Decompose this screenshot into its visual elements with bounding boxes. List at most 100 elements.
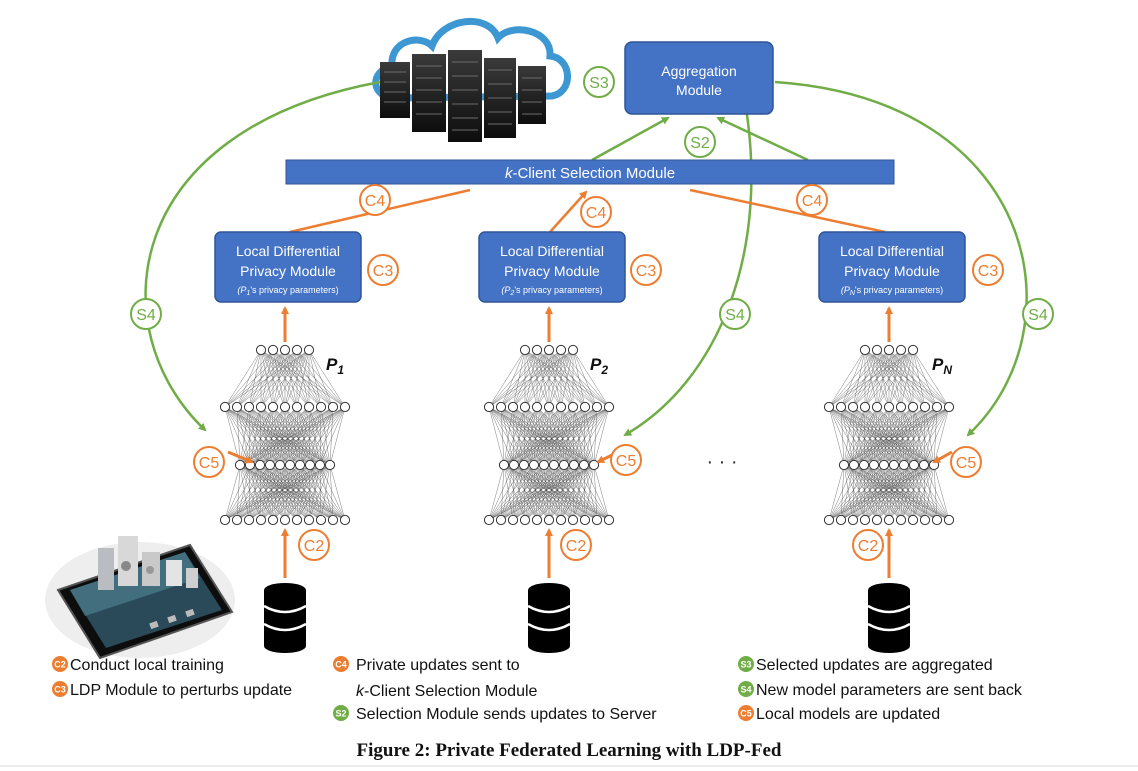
s2-arrow-right	[716, 116, 809, 162]
ldp-params-sub: 2	[509, 290, 514, 297]
ldp-title-line1: Local Differential	[500, 243, 604, 259]
step-badge-c4: C4	[796, 184, 828, 216]
client-label-symbol: P	[590, 355, 602, 374]
c4-arrow-p2	[549, 190, 588, 233]
step-badge-label: S4	[725, 307, 745, 324]
legend-badge-s2: S2	[333, 705, 349, 721]
step-badge-label: S4	[1028, 307, 1048, 324]
k-client-selection-module: k-Client Selection Module	[285, 159, 895, 185]
legend-s2-text: Selection Module sends updates to Server	[356, 706, 657, 723]
legend-c5-text: Local models are updated	[756, 706, 940, 723]
step-badge-label: C2	[566, 538, 587, 555]
aggregation-line2: Module	[676, 82, 722, 98]
neural-network-icon	[823, 344, 955, 526]
legend-c2-text: Conduct local training	[70, 657, 224, 674]
step-badge-s3: S3	[583, 66, 615, 98]
legend-badge-label: S4	[740, 685, 751, 695]
c4-arrow-pn	[689, 188, 886, 234]
step-badge-label: C5	[199, 455, 220, 472]
ldp-params-open: (	[501, 285, 505, 295]
ldp-title-line2: Privacy Module	[504, 263, 600, 279]
step-badge-label: S4	[136, 307, 156, 324]
step-badge-c2: C2	[298, 529, 330, 561]
ldp-params-sub: N	[850, 290, 856, 297]
ldp-params-rest: 's privacy parameters)	[250, 285, 338, 295]
legend-badge-label: C2	[54, 660, 66, 670]
ldp-params-symbol: P	[504, 285, 510, 295]
s4-arrow-to-pn	[774, 80, 1028, 437]
step-badge-s2: S2	[684, 126, 716, 158]
step-badge-label: C3	[373, 263, 394, 280]
neural-network-icon	[483, 344, 615, 526]
step-badge-c2: C2	[852, 529, 884, 561]
selection-k: k	[505, 165, 514, 182]
step-badge-c3: C3	[367, 254, 399, 286]
legend-s3-text: Selected updates are aggregated	[756, 657, 993, 674]
legend-c4-text2: k-Client Selection Module	[356, 683, 538, 700]
legend-badge-c4: C4	[333, 656, 349, 672]
step-badge-label: C4	[365, 193, 386, 210]
s4-arrow-to-p1	[144, 80, 381, 432]
ldp-params: (P1's privacy parameters)	[237, 285, 338, 297]
client-label-sub: 1	[337, 363, 344, 377]
step-badge-s4: S4	[130, 298, 162, 330]
step-badge-c5: C5	[950, 446, 982, 478]
ldp-params-symbol: P	[844, 285, 850, 295]
legend-badge-label: C4	[335, 660, 347, 670]
step-badge-label: C5	[616, 453, 637, 470]
step-badge-c4: C4	[359, 184, 391, 216]
ldp-title-line1: Local Differential	[236, 243, 340, 259]
client-label-symbol: P	[326, 355, 338, 374]
step-badge-label: C4	[802, 193, 823, 210]
ldp-title-line1: Local Differential	[840, 243, 944, 259]
ldp-params: (P2's privacy parameters)	[501, 285, 602, 297]
database-icon	[263, 583, 307, 653]
step-badge-label: S3	[589, 75, 609, 92]
step-badge-label: S2	[690, 135, 710, 152]
s2-arrow-left	[591, 116, 670, 162]
aggregation-line1: Aggregation	[661, 63, 737, 79]
step-badge-label: C2	[858, 538, 879, 555]
step-badge-label: C3	[636, 263, 657, 280]
step-badge-c3: C3	[972, 254, 1004, 286]
cloud-server-image	[372, 17, 571, 142]
step-badge-label: C5	[956, 455, 977, 472]
legend-c4-k: k	[356, 683, 365, 700]
legend-s4-text: New model parameters are sent back	[756, 682, 1023, 699]
database-icon	[527, 583, 571, 653]
figure-caption: Figure 2: Private Federated Learning wit…	[357, 740, 782, 761]
database-icon	[867, 583, 911, 653]
legend-c4-rest: -Client Selection Module	[364, 683, 538, 700]
client-label-symbol: P	[932, 355, 944, 374]
ldp-params: (PN's privacy parameters)	[841, 285, 943, 297]
ldp-params-symbol: P	[240, 285, 246, 295]
legend-badge-label: S3	[740, 660, 751, 670]
step-badge-s4: S4	[1022, 298, 1054, 330]
ldp-params-open: (	[841, 285, 845, 295]
legend-c3-text: LDP Module to perturbs update	[70, 682, 292, 699]
step-badge-c4: C4	[580, 196, 612, 228]
step-badge-s4: S4	[719, 298, 751, 330]
step-badge-label: C2	[304, 538, 325, 555]
ldp-title-line2: Privacy Module	[240, 263, 336, 279]
legend-badge-label: C3	[54, 685, 66, 695]
step-badge-label: C4	[586, 205, 607, 222]
step-badge-c2: C2	[560, 529, 592, 561]
selection-label: -Client Selection Module	[512, 165, 675, 182]
legend-badge-label: C5	[740, 709, 752, 719]
legend-badge-c2: C2	[52, 656, 68, 672]
c5-arrow-1	[227, 450, 254, 464]
legend-badge-c3: C3	[52, 681, 68, 697]
legend-badge-label: S2	[335, 709, 346, 719]
neural-network-icon	[219, 344, 351, 526]
client-label-sub: N	[943, 363, 952, 377]
aggregation-module: Aggregation Module	[624, 41, 774, 115]
phone-devices-image	[45, 536, 235, 660]
